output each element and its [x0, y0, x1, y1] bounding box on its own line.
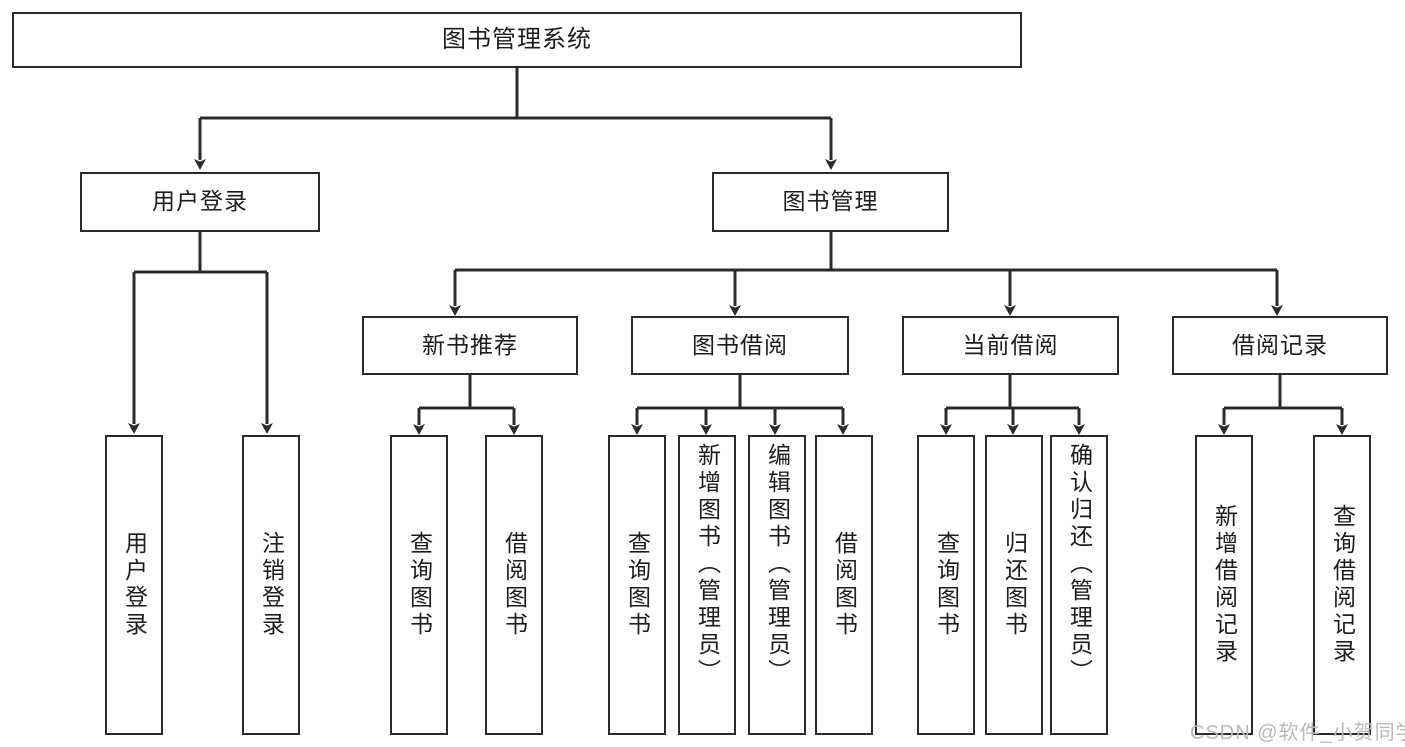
- leaf-borrow-edit-book-label: 编辑图书（管理员）: [764, 443, 791, 686]
- leaf-user-logout-label: 注销登录: [258, 531, 285, 639]
- node-user-login-label: 用户登录: [152, 188, 248, 215]
- leaf-borrow-query-book[interactable]: 查询图书: [608, 435, 666, 735]
- leaf-record-add-record[interactable]: 新增借阅记录: [1195, 435, 1253, 735]
- node-user-login[interactable]: 用户登录: [80, 172, 320, 232]
- leaf-current-query-book-label: 查询图书: [933, 531, 960, 639]
- node-borrow-record-label: 借阅记录: [1232, 331, 1328, 358]
- node-root[interactable]: 图书管理系统: [12, 12, 1022, 68]
- leaf-current-return-book-label: 归还图书: [1001, 531, 1028, 639]
- leaf-borrow-add-book-label: 新增图书（管理员）: [694, 443, 721, 686]
- node-book-management[interactable]: 图书管理: [712, 172, 949, 232]
- node-new-book-recommend-label: 新书推荐: [422, 331, 518, 358]
- leaf-current-confirm-return[interactable]: 确认归还（管理员）: [1050, 435, 1108, 735]
- leaf-record-add-record-label: 新增借阅记录: [1211, 504, 1238, 666]
- csdn-watermark: CSDN @软件_小贺同学: [1190, 722, 1405, 744]
- node-borrow-record[interactable]: 借阅记录: [1172, 316, 1388, 375]
- node-book-borrow[interactable]: 图书借阅: [631, 316, 849, 375]
- leaf-user-login[interactable]: 用户登录: [105, 435, 163, 735]
- node-current-borrow[interactable]: 当前借阅: [902, 316, 1119, 375]
- leaf-recommend-query-book[interactable]: 查询图书: [390, 435, 448, 735]
- leaf-borrow-borrow-book-label: 借阅图书: [831, 531, 858, 639]
- leaf-current-query-book[interactable]: 查询图书: [917, 435, 975, 735]
- node-root-label: 图书管理系统: [442, 25, 592, 53]
- leaf-record-query-record-label: 查询借阅记录: [1329, 504, 1356, 666]
- leaf-recommend-borrow-book[interactable]: 借阅图书: [485, 435, 543, 735]
- leaf-user-login-label: 用户登录: [121, 531, 148, 639]
- leaf-borrow-borrow-book[interactable]: 借阅图书: [815, 435, 873, 735]
- node-book-borrow-label: 图书借阅: [692, 331, 788, 358]
- leaf-record-query-record[interactable]: 查询借阅记录: [1313, 435, 1371, 735]
- leaf-borrow-query-book-label: 查询图书: [624, 531, 651, 639]
- node-book-management-label: 图书管理: [782, 188, 879, 215]
- leaf-recommend-query-book-label: 查询图书: [406, 531, 433, 639]
- node-new-book-recommend[interactable]: 新书推荐: [362, 316, 578, 375]
- leaf-borrow-add-book[interactable]: 新增图书（管理员）: [678, 435, 736, 735]
- leaf-recommend-borrow-book-label: 借阅图书: [501, 531, 528, 639]
- leaf-current-confirm-return-label: 确认归还（管理员）: [1066, 443, 1093, 686]
- leaf-user-logout[interactable]: 注销登录: [242, 435, 300, 735]
- leaf-current-return-book[interactable]: 归还图书: [985, 435, 1043, 735]
- leaf-borrow-edit-book[interactable]: 编辑图书（管理员）: [748, 435, 806, 735]
- node-current-borrow-label: 当前借阅: [962, 331, 1059, 358]
